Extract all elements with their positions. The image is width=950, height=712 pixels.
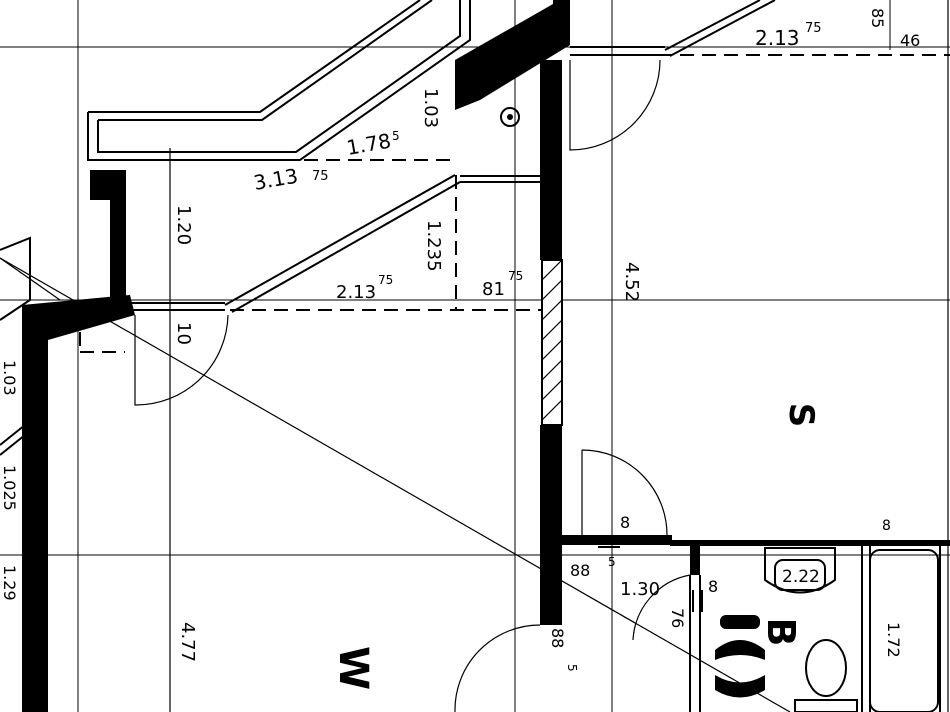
dim-door-s-width: 88 xyxy=(570,561,590,580)
dim-bath-door: 8 xyxy=(708,577,718,596)
walls xyxy=(22,0,950,712)
dim-bath-right: 8 xyxy=(882,518,891,534)
room-label-s: S xyxy=(781,403,821,428)
dim-bath-tub: 1.72 xyxy=(884,622,903,658)
door-markers xyxy=(598,539,703,612)
dim-bay-width: 2.13 xyxy=(336,282,376,303)
door-swings xyxy=(134,59,691,712)
dim-top-right-width: 2.13 xyxy=(755,26,800,50)
dim-left-vertical: 1.20 xyxy=(173,205,194,245)
sink-icon xyxy=(764,547,836,594)
room-label-w: W xyxy=(330,646,376,690)
dim-door-s: 8 xyxy=(620,513,630,532)
toilet-icon xyxy=(805,639,847,697)
dim-room-s-depth: 4.52 xyxy=(621,262,642,302)
dim-wall-segment-sup: 75 xyxy=(508,269,523,283)
dim-top-right-small-a: 85 xyxy=(868,8,887,28)
sanitary-fixtures xyxy=(500,107,939,712)
dimension-labels: 2.13 75 85 46 1.03 1.78 5 3.13 75 1.20 1… xyxy=(0,8,920,672)
balcony-railing xyxy=(87,0,471,161)
dim-diagonal-length-sup: 75 xyxy=(312,169,329,184)
dim-top-right-small-b: 46 xyxy=(900,31,920,50)
vent-icon xyxy=(500,107,520,127)
diagonal-reference-line xyxy=(0,257,791,712)
dim-door-s-width-sup: 5 xyxy=(608,555,616,569)
dim-balcony-width: 1.78 xyxy=(345,129,393,160)
dim-diagonal-length: 3.13 xyxy=(252,164,300,195)
dim-bath-passage: 76 xyxy=(668,608,687,628)
dim-door-w-width: 88 xyxy=(548,628,567,648)
dim-wall-segment: 81 xyxy=(482,279,505,300)
dim-left-edge-c: 1.03 xyxy=(0,360,19,396)
dim-left-edge-b: 1.29 xyxy=(0,565,19,601)
dim-door-w-width-sup: 5 xyxy=(565,664,579,672)
dim-room-w-depth: 4.77 xyxy=(177,622,198,662)
dim-balcony-depth: 1.03 xyxy=(420,88,441,128)
hatched-wall xyxy=(541,259,563,426)
dim-bath-diag: 1.30 xyxy=(620,579,660,600)
dim-left-edge-a: 1.025 xyxy=(0,465,19,511)
dim-door-left: 10 xyxy=(173,322,194,345)
room-label-b: B xyxy=(759,618,803,647)
dim-bay-width-sup: 75 xyxy=(378,273,393,287)
dim-balcony-width-sup: 5 xyxy=(392,129,400,143)
dim-top-right-width-sup: 75 xyxy=(805,21,822,36)
dim-sink-width: 2.22 xyxy=(782,567,820,587)
bathtub-icon xyxy=(869,549,939,712)
windows xyxy=(0,0,776,456)
dim-bay-height: 1.235 xyxy=(423,220,444,272)
